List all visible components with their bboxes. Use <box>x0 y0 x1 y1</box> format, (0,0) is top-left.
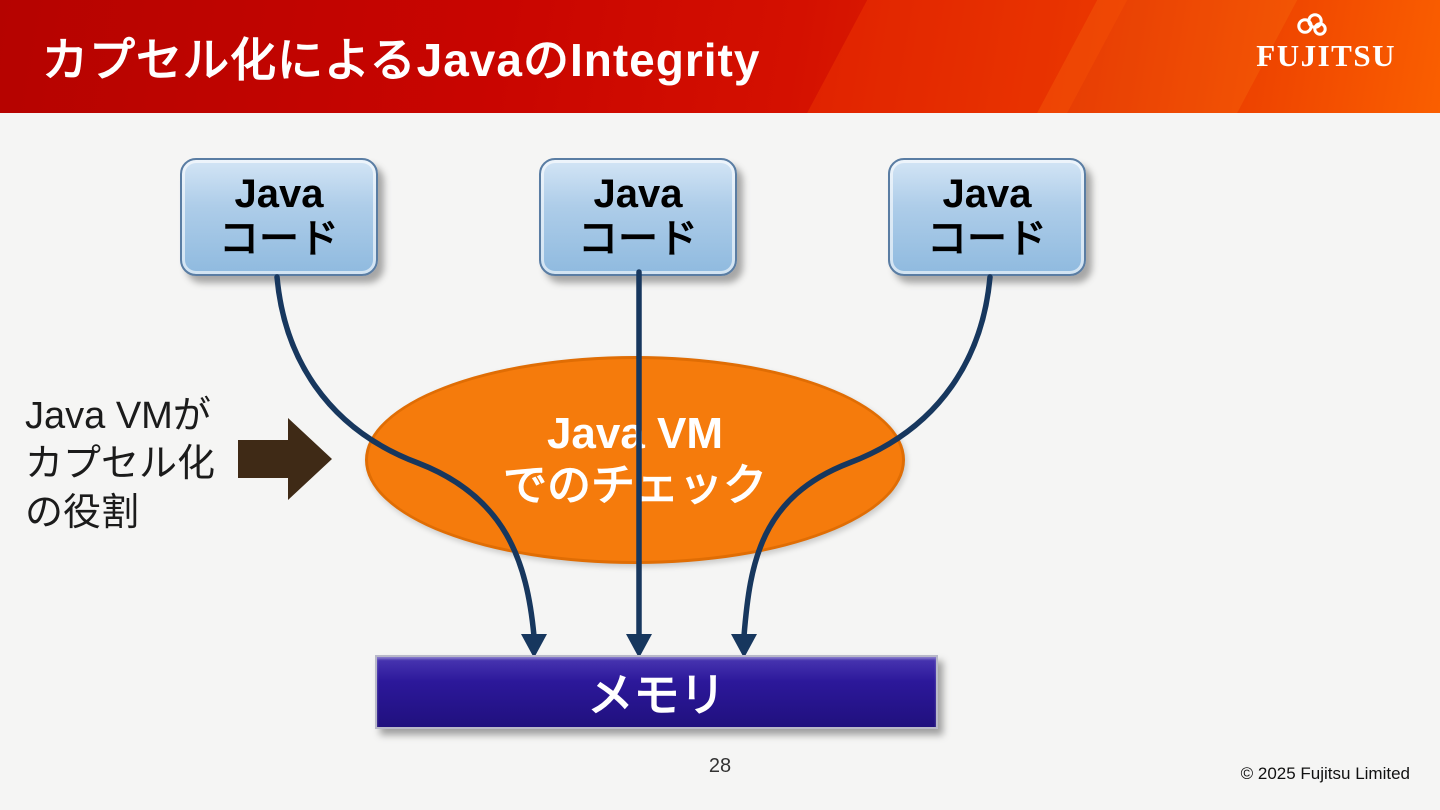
fujitsu-logo-text: FUJITSU <box>1256 38 1396 73</box>
fujitsu-logo: FUJITSU <box>1256 12 1396 74</box>
copyright-text: © 2025 Fujitsu Limited <box>1240 764 1410 783</box>
java-vm-ellipse: Java VM でのチェック <box>365 356 905 564</box>
java-code-box-2-line1: Java <box>593 172 683 217</box>
slide-title: カプセル化によるJavaのIntegrity <box>42 33 761 86</box>
header-bar: カプセル化によるJavaのIntegrity FUJITSU <box>0 0 1440 113</box>
side-note-line3: の役割 <box>25 491 140 534</box>
java-vm-ellipse-line1: Java VM <box>546 409 724 459</box>
page-number: 28 <box>708 755 732 777</box>
memory-label: メモリ <box>587 669 726 721</box>
role-arrow-icon <box>238 418 332 500</box>
java-code-box-1-line2: コード <box>219 217 339 261</box>
side-note-line2: カプセル化 <box>25 443 216 486</box>
java-code-box-3-line2: コード <box>927 217 1047 261</box>
side-note: Java VMが カプセル化 の役割 <box>25 392 215 537</box>
fujitsu-symbol-icon <box>1297 13 1327 36</box>
java-code-box-2: Java コード <box>539 158 737 276</box>
side-note-line1: Java VMが <box>25 395 211 437</box>
java-code-box-3-line1: Java <box>942 172 1032 217</box>
memory-box: メモリ <box>375 655 938 729</box>
java-code-box-1-line1: Java <box>234 172 324 217</box>
java-code-box-1: Java コード <box>180 158 378 276</box>
java-code-box-3: Java コード <box>888 158 1086 276</box>
java-code-box-2-line2: コード <box>578 217 698 261</box>
java-vm-ellipse-line2: でのチェック <box>503 461 767 510</box>
